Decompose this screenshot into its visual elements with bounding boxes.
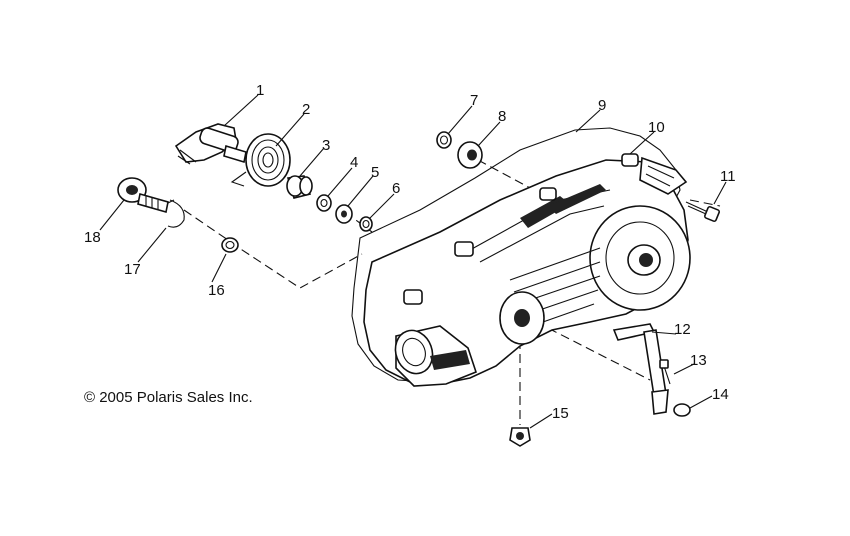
part-2-spring bbox=[230, 133, 291, 187]
callout-2: 2 bbox=[302, 101, 310, 118]
callout-6: 6 bbox=[392, 180, 400, 197]
copyright-text: © 2005 Polaris Sales Inc. bbox=[84, 389, 253, 406]
part-14-cap bbox=[673, 403, 691, 417]
part-17-clip bbox=[165, 199, 185, 228]
callout-12: 12 bbox=[674, 321, 691, 338]
part-3-bushing bbox=[286, 175, 313, 199]
part-5-washer bbox=[335, 204, 353, 224]
part-13-screw bbox=[659, 359, 671, 385]
callout-15: 15 bbox=[552, 405, 569, 422]
callout-14: 14 bbox=[712, 386, 729, 403]
part-4-washer bbox=[316, 194, 332, 212]
part-6-ring bbox=[359, 216, 373, 232]
part-7-ring bbox=[436, 131, 452, 149]
part-11-bolt bbox=[685, 201, 721, 223]
callout-5: 5 bbox=[371, 164, 379, 181]
callout-8: 8 bbox=[498, 108, 506, 125]
part-8-bearing bbox=[457, 141, 483, 169]
callout-16: 16 bbox=[208, 282, 225, 299]
callout-7: 7 bbox=[470, 92, 478, 109]
callout-17: 17 bbox=[124, 261, 141, 278]
part-1-kickstart-shaft bbox=[174, 123, 247, 165]
callout-1: 1 bbox=[256, 82, 264, 99]
callout-labels: 1 2 3 4 5 6 7 8 9 10 11 12 13 14 15 16 1… bbox=[84, 82, 736, 422]
part-16-washer bbox=[221, 237, 239, 253]
callout-18: 18 bbox=[84, 229, 101, 246]
leader-lines bbox=[99, 94, 727, 429]
clutch-cover bbox=[351, 127, 691, 387]
part-15-bolt bbox=[509, 427, 531, 447]
callout-13: 13 bbox=[690, 352, 707, 369]
callout-11: 11 bbox=[720, 168, 736, 185]
callout-4: 4 bbox=[350, 154, 358, 171]
callout-9: 9 bbox=[598, 97, 606, 114]
callout-3: 3 bbox=[322, 137, 330, 154]
callout-10: 10 bbox=[648, 119, 665, 136]
part-12-kick-lever bbox=[612, 323, 669, 415]
part-18-gear bbox=[117, 177, 169, 214]
